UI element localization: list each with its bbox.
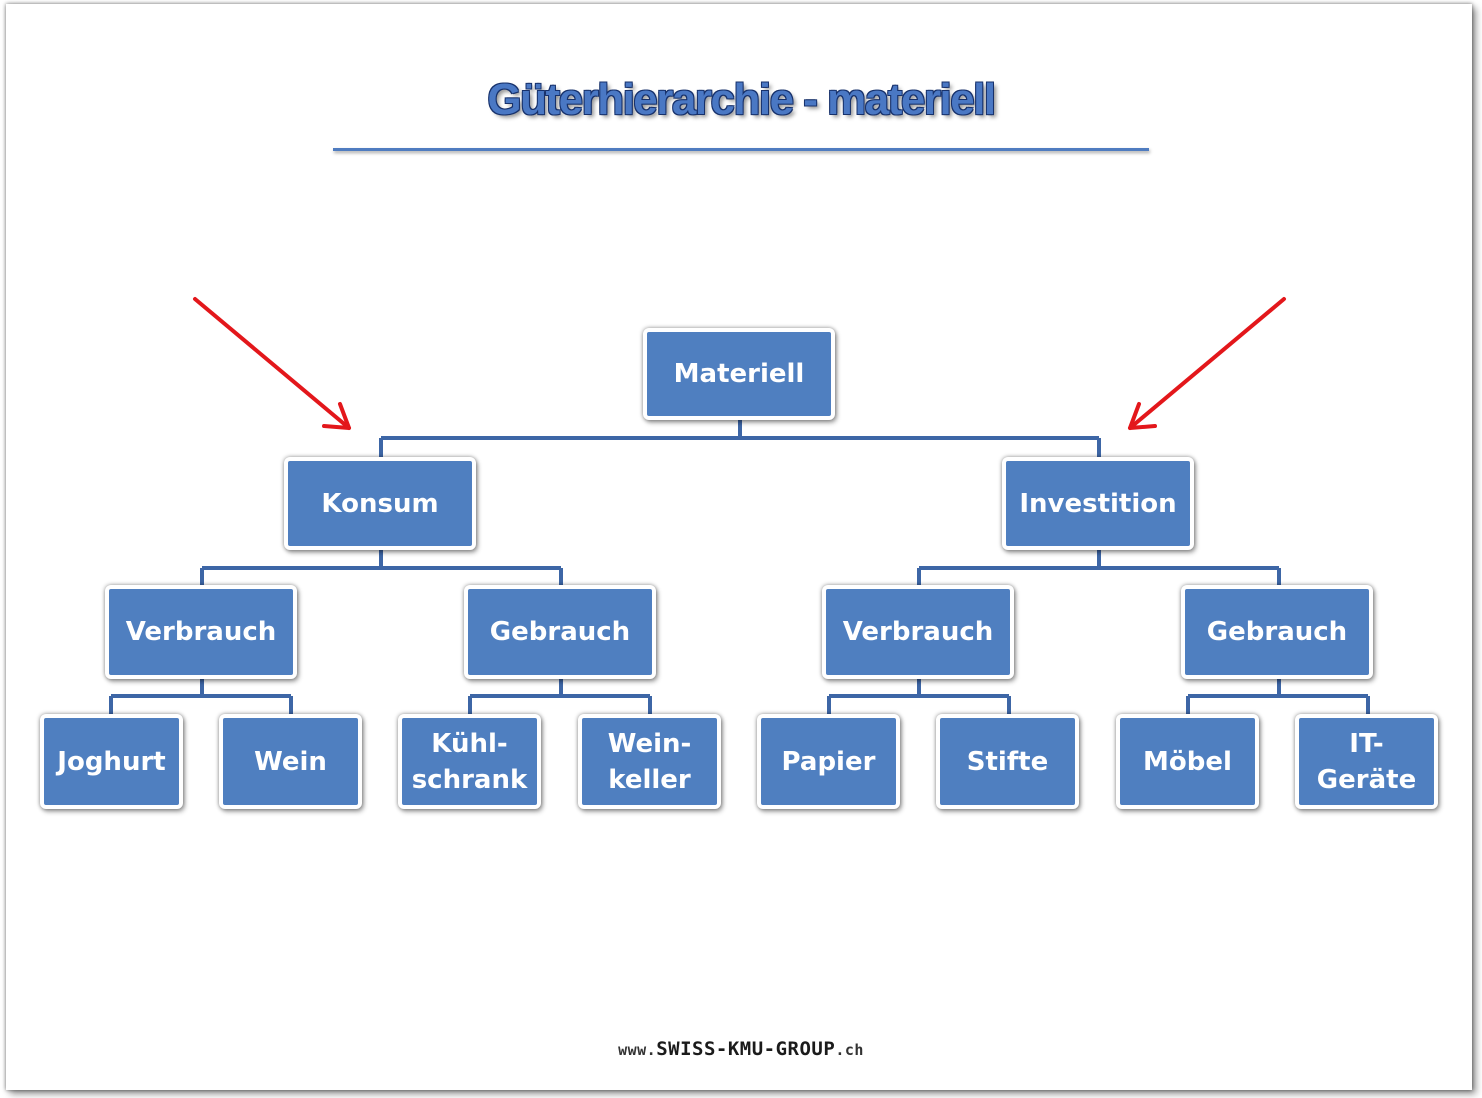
node-joghurt: Joghurt [40, 714, 183, 809]
connector-konsum [200, 548, 563, 588]
connector-investition [917, 548, 1281, 588]
connector-konsum-verbrauch [109, 678, 293, 716]
footer-suffix: .ch [835, 1041, 864, 1059]
connector-investition-gebrauch [1186, 678, 1370, 716]
node-materiell: Materiell [643, 328, 835, 420]
connector-root [379, 418, 1101, 460]
slide-frame [6, 4, 1472, 1090]
footer-website: www.SWISS-KMU-GROUP.ch [0, 1038, 1482, 1060]
node-kuehlschrank: Kühl- schrank [398, 714, 541, 809]
node-investition: Investition [1002, 457, 1194, 550]
connector-investition-verbrauch [827, 678, 1011, 716]
connector-konsum-gebrauch [468, 678, 652, 716]
node-konsum-verbrauch: Verbrauch [105, 585, 297, 679]
page-title: Güterhierarchie - materiell [487, 75, 996, 124]
footer-prefix: www. [618, 1041, 657, 1059]
node-wein: Wein [219, 714, 362, 809]
node-papier: Papier [757, 714, 900, 809]
node-it-geraete: IT- Geräte [1295, 714, 1438, 809]
arrow-right-icon [1128, 297, 1286, 430]
node-stifte: Stifte [936, 714, 1079, 809]
node-konsum: Konsum [284, 457, 476, 550]
node-weinkeller: Wein- keller [578, 714, 721, 809]
node-konsum-gebrauch: Gebrauch [464, 585, 656, 679]
arrow-left-icon [193, 297, 351, 430]
node-investition-verbrauch: Verbrauch [822, 585, 1014, 679]
node-moebel: Möbel [1116, 714, 1259, 809]
footer-brand: SWISS-KMU-GROUP [656, 1038, 836, 1060]
title-underline [333, 148, 1149, 151]
node-investition-gebrauch: Gebrauch [1181, 585, 1373, 679]
